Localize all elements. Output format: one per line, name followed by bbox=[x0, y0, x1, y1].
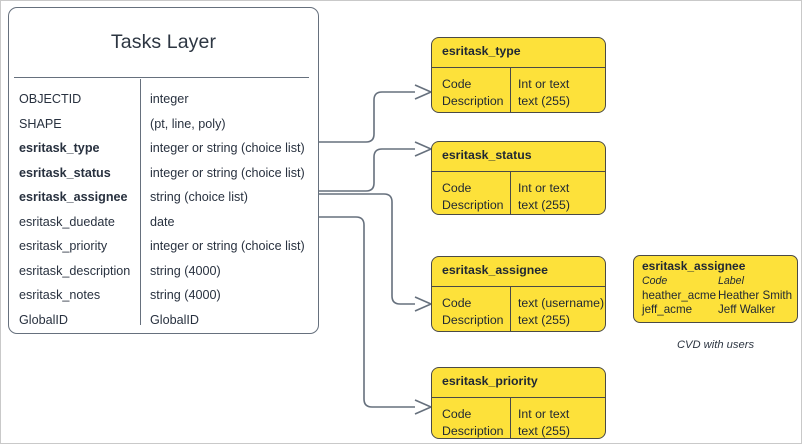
field-name: SHAPE bbox=[19, 116, 62, 131]
domain-right-col: Int or text text (255) bbox=[518, 406, 570, 438]
table-row[interactable]: esritask_type integer or string (choice … bbox=[9, 136, 318, 161]
table-row[interactable]: SHAPE (pt, line, poly) bbox=[9, 112, 318, 137]
field-name: esritask_status bbox=[19, 165, 111, 180]
arrowhead-status bbox=[414, 141, 433, 157]
domain-column-divider bbox=[510, 171, 511, 214]
field-type: GlobalID bbox=[150, 312, 199, 327]
connector-type bbox=[319, 91, 415, 143]
connector-priority bbox=[319, 216, 415, 408]
table-row[interactable]: esritask_status integer or string (choic… bbox=[9, 161, 318, 186]
domain-left-col: Code Description bbox=[442, 180, 504, 213]
arrowhead-priority bbox=[414, 399, 433, 415]
field-name: esritask_duedate bbox=[19, 214, 115, 229]
domain-left-line: Description bbox=[442, 312, 504, 327]
domain-right-col: Int or text text (255) bbox=[518, 76, 570, 109]
field-type: integer or string (choice list) bbox=[150, 239, 305, 253]
cvd-code: jeff_acme bbox=[642, 303, 693, 317]
domain-box-esritask-priority[interactable]: esritask_priority Code Description Int o… bbox=[431, 367, 606, 439]
field-type: integer bbox=[150, 92, 189, 106]
domain-right-line: Int or text bbox=[518, 77, 570, 91]
domain-column-divider bbox=[510, 67, 511, 112]
field-type: string (4000) bbox=[150, 288, 221, 302]
domain-left-line: Description bbox=[442, 197, 504, 212]
domain-box-esritask-assignee[interactable]: esritask_assignee Code Description text … bbox=[431, 256, 606, 332]
entity-field-list: OBJECTID integer SHAPE (pt, line, poly) … bbox=[9, 87, 318, 332]
domain-header-divider bbox=[432, 397, 605, 398]
table-row[interactable]: esritask_notes string (4000) bbox=[9, 283, 318, 308]
domain-right-line: text (255) bbox=[518, 197, 570, 212]
table-row[interactable]: esritask_description string (4000) bbox=[9, 259, 318, 284]
entity-column-divider bbox=[140, 79, 141, 325]
table-row[interactable]: esritask_priority integer or string (cho… bbox=[9, 234, 318, 259]
domain-right-line: text (username) bbox=[518, 296, 605, 310]
field-name: esritask_notes bbox=[19, 288, 101, 302]
table-row[interactable]: OBJECTID integer bbox=[9, 87, 318, 112]
domain-box-assignee-values[interactable]: esritask_assignee Code Label heather_acm… bbox=[633, 255, 798, 323]
field-name: esritask_priority bbox=[19, 239, 108, 253]
domain-box-esritask-type[interactable]: esritask_type Code Description Int or te… bbox=[431, 37, 606, 113]
field-name: esritask_type bbox=[19, 141, 100, 155]
domain-title: esritask_type bbox=[442, 44, 521, 58]
domain-right-col: Int or text text (255) bbox=[518, 180, 570, 213]
domain-left-line: Description bbox=[442, 423, 504, 438]
entity-tasks-layer[interactable]: Tasks Layer OBJECTID integer SHAPE (pt, … bbox=[8, 7, 319, 334]
domain-header-divider bbox=[432, 286, 605, 287]
table-row[interactable]: esritask_duedate date bbox=[9, 210, 318, 235]
cvd-title: esritask_assignee bbox=[642, 259, 746, 273]
domain-left-col: Code Description bbox=[442, 76, 504, 109]
table-row[interactable]: GlobalID GlobalID bbox=[9, 308, 318, 333]
domain-box-esritask-status[interactable]: esritask_status Code Description Int or … bbox=[431, 141, 606, 215]
cvd-code: heather_acme bbox=[642, 288, 717, 302]
domain-column-divider bbox=[510, 286, 511, 331]
domain-header-divider bbox=[432, 171, 605, 172]
field-type: string (choice list) bbox=[150, 190, 248, 204]
connector-assignee bbox=[319, 193, 415, 305]
field-type: date bbox=[150, 214, 175, 229]
domain-right-line: text (255) bbox=[518, 423, 570, 438]
domain-right-line: text (255) bbox=[518, 312, 570, 327]
domain-right-line: text (255) bbox=[518, 93, 570, 108]
domain-title: esritask_assignee bbox=[442, 263, 548, 277]
field-name: esritask_assignee bbox=[19, 190, 128, 204]
domain-left-line: Code bbox=[442, 77, 472, 91]
field-name: esritask_description bbox=[19, 263, 131, 278]
domain-right-line: Int or text bbox=[518, 407, 570, 421]
domain-title: esritask_priority bbox=[442, 374, 538, 388]
table-row[interactable]: esritask_assignee string (choice list) bbox=[9, 185, 318, 210]
field-name: GlobalID bbox=[19, 312, 68, 327]
cvd-header-code: Code bbox=[642, 275, 668, 287]
cvd-label: Heather Smith bbox=[718, 288, 793, 302]
field-type: integer or string (choice list) bbox=[150, 141, 305, 155]
domain-left-line: Code bbox=[442, 181, 472, 195]
cvd-caption: CVD with users bbox=[676, 339, 755, 351]
domain-column-divider bbox=[510, 397, 511, 438]
domain-left-col: Code Description bbox=[442, 406, 504, 438]
domain-right-col: text (username) text (255) bbox=[518, 295, 604, 328]
cvd-label: Jeff Walker bbox=[718, 303, 776, 317]
entity-title: Tasks Layer bbox=[110, 31, 217, 53]
field-type: (pt, line, poly) bbox=[150, 116, 226, 131]
domain-left-line: Code bbox=[442, 407, 472, 421]
domain-title: esritask_status bbox=[442, 148, 532, 162]
field-type: string (4000) bbox=[150, 263, 221, 278]
domain-left-line: Description bbox=[442, 93, 504, 108]
domain-left-col: Code Description bbox=[442, 295, 504, 328]
connector-status bbox=[319, 148, 415, 192]
field-type: integer or string (choice list) bbox=[150, 165, 305, 180]
cvd-ellipsis: .... bbox=[642, 318, 655, 322]
domain-right-line: Int or text bbox=[518, 181, 570, 195]
entity-title-divider bbox=[14, 77, 309, 78]
cvd-header-label: Label bbox=[718, 275, 744, 287]
arrowhead-type bbox=[414, 84, 433, 100]
arrowhead-assignee bbox=[414, 296, 433, 312]
domain-header-divider bbox=[432, 67, 605, 68]
field-name: OBJECTID bbox=[19, 92, 82, 106]
domain-left-line: Code bbox=[442, 296, 472, 310]
